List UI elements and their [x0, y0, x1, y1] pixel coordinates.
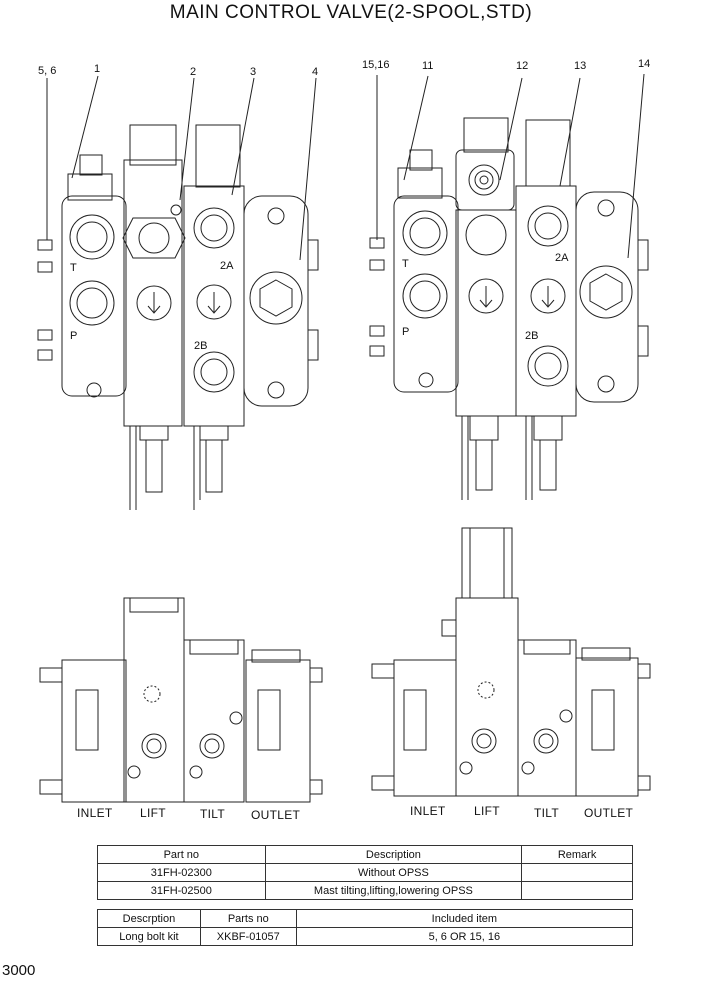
- cell-remark: [521, 863, 633, 882]
- side-view-std: [39, 597, 323, 803]
- callout-12: 12: [516, 60, 529, 72]
- header-remark: Remark: [521, 845, 633, 864]
- side-view-opss: [371, 527, 651, 797]
- callout-15-16: 15,16: [362, 59, 390, 71]
- view-label-inlet: INLET: [77, 806, 113, 820]
- port-label-2a: 2A: [220, 260, 234, 272]
- callout-5-6: 5, 6: [38, 65, 57, 77]
- view-label-lift-opss: LIFT: [474, 804, 500, 818]
- port-label-2b: 2B: [194, 340, 208, 352]
- cell-kit-parts-no: XKBF-01057: [199, 927, 297, 946]
- header-description: Description: [264, 845, 523, 864]
- cell-part-no: 31FH-02500: [97, 881, 266, 900]
- callout-14: 14: [638, 58, 651, 70]
- header-kit-description: Descrption: [97, 909, 201, 928]
- view-label-inlet-opss: INLET: [410, 804, 446, 818]
- header-kit-parts-no: Parts no: [199, 909, 297, 928]
- view-label-lift: LIFT: [140, 806, 166, 820]
- callout-11: 11: [422, 60, 434, 72]
- port-label-2a-opss: 2A: [555, 252, 569, 264]
- view-label-outlet-opss: OUTLET: [584, 806, 634, 820]
- table-row: 31FH-02500 Mast tilting,lifting,lowering…: [97, 881, 633, 900]
- cell-description: Mast tilting,lifting,lowering OPSS: [264, 881, 523, 900]
- port-label-t-opss: T: [402, 258, 409, 270]
- cell-part-no: 31FH-02300: [97, 863, 266, 882]
- front-view-opss: [369, 73, 649, 500]
- port-label-2b-opss: 2B: [525, 330, 539, 342]
- port-label-p-opss: P: [402, 326, 410, 338]
- view-label-outlet: OUTLET: [251, 808, 301, 822]
- callout-13: 13: [574, 60, 587, 72]
- callout-1: 1: [94, 63, 101, 75]
- view-label-tilt: TILT: [200, 807, 225, 821]
- kit-table: Descrption Parts no Included item Long b…: [97, 909, 634, 946]
- header-part-no: Part no: [97, 845, 266, 864]
- header-included-item: Included item: [295, 909, 634, 928]
- view-label-tilt-opss: TILT: [534, 806, 559, 820]
- port-label-t: T: [70, 262, 77, 274]
- callout-3: 3: [250, 66, 257, 78]
- cell-description: Without OPSS: [264, 863, 523, 882]
- page-title: MAIN CONTROL VALVE(2-SPOOL,STD): [169, 2, 533, 23]
- parts-table: Part no Description Remark 31FH-02300 Wi…: [97, 845, 633, 900]
- cell-remark: [521, 881, 633, 900]
- port-label-p: P: [70, 330, 78, 342]
- callout-4: 4: [312, 66, 319, 78]
- callout-2: 2: [190, 66, 197, 78]
- cell-kit-description: Long bolt kit: [97, 927, 201, 946]
- table-row: Long bolt kit XKBF-01057 5, 6 OR 15, 16: [97, 927, 634, 946]
- table-row: 31FH-02300 Without OPSS: [97, 863, 633, 882]
- parts-table-header: Part no Description Remark: [97, 845, 633, 864]
- front-view-std: [37, 75, 319, 510]
- cell-included-item: 5, 6 OR 15, 16: [295, 927, 634, 946]
- page-number: 3000: [2, 962, 36, 979]
- kit-table-header: Descrption Parts no Included item: [97, 909, 634, 928]
